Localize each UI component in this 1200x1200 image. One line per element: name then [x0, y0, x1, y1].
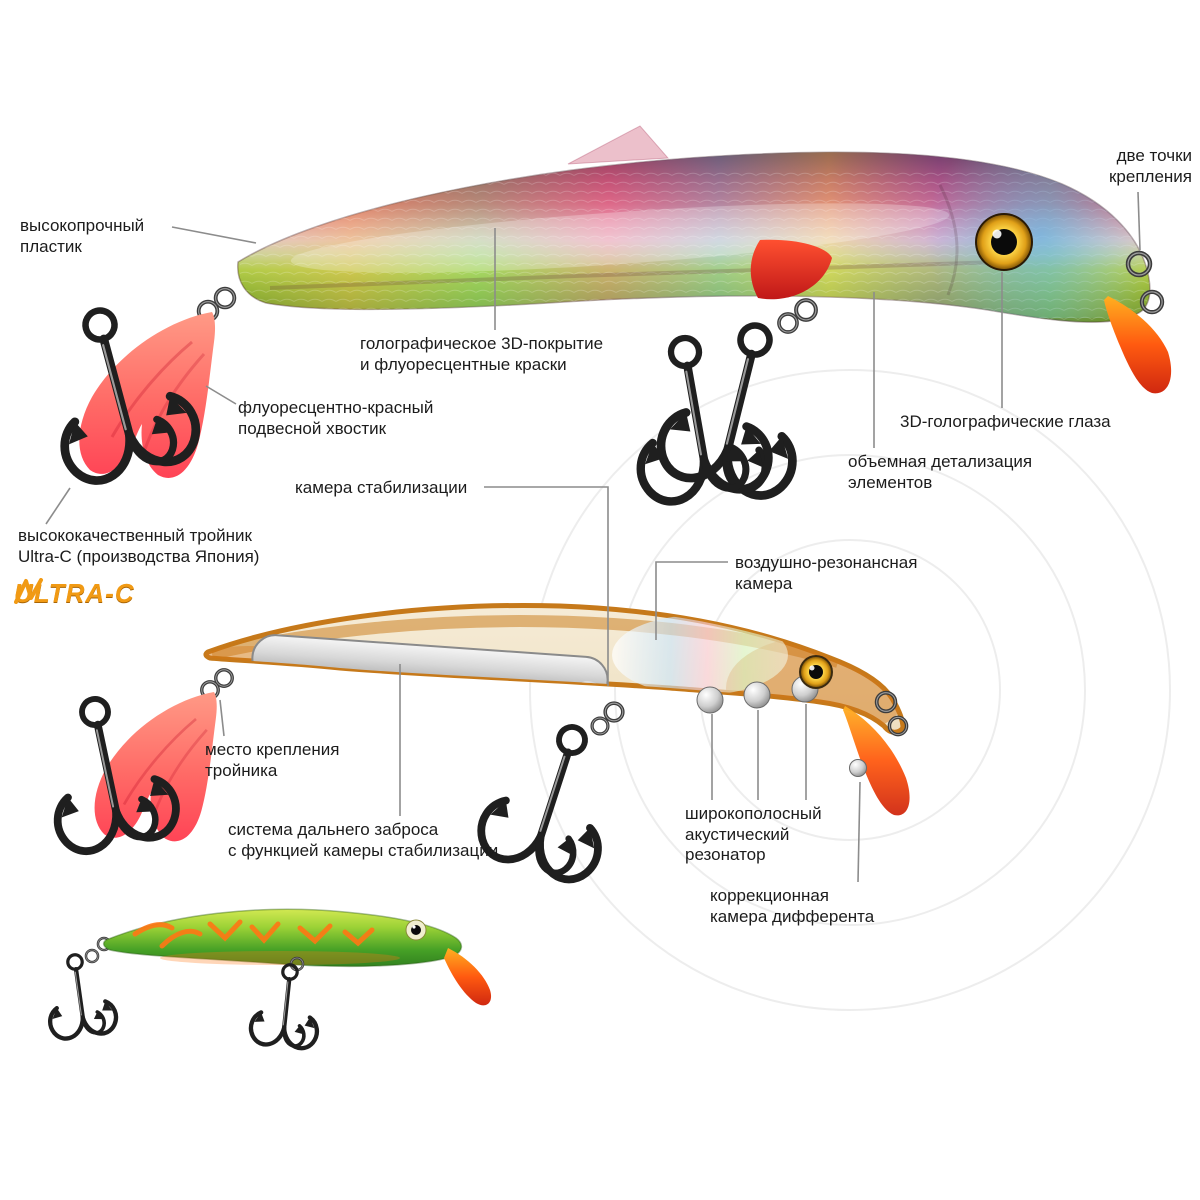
label-treble-hook: высококачественный тройник Ultra-C (прои…	[18, 526, 260, 566]
leader-lines	[45, 191, 1141, 883]
label-trim-chamber: коррекционная камера дифферента	[710, 886, 875, 926]
split-ring	[796, 300, 816, 320]
ultra-c-logo: ULTRA-C	[14, 578, 135, 609]
holographic-eye	[975, 213, 1033, 271]
split-ring	[84, 948, 100, 964]
pectoral-fin	[750, 239, 832, 300]
belly-tint	[160, 951, 400, 965]
treble-hook	[249, 961, 323, 1049]
label-two-attachment-points: две точки крепления	[1108, 146, 1192, 186]
top-lure	[32, 125, 1172, 506]
watermark-rings	[529, 369, 1171, 1011]
label-acoustic-resonator: широкополосный акустический резонатор	[685, 804, 822, 865]
diving-bill	[1104, 296, 1172, 394]
dorsal-fin	[567, 125, 670, 165]
treble-hook	[41, 950, 118, 1040]
label-hook-mount-point: место крепления тройника	[205, 740, 340, 780]
eye	[405, 919, 427, 941]
split-ring	[213, 286, 237, 310]
trim-ball	[849, 759, 867, 777]
split-ring	[603, 701, 625, 723]
tiger-stripes	[132, 919, 375, 949]
holographic-eye	[799, 655, 833, 689]
label-fluorescent-tail: флуоресцентно-красный подвесной хвостик	[238, 398, 434, 438]
label-volumetric-detail: объемная детализация элементов	[848, 452, 1033, 492]
label-holographic-coating: голографическое 3D-покрытие и флуоресцен…	[360, 334, 604, 374]
label-stabilization-chamber: камера стабилизации	[295, 478, 468, 497]
ultra-c-swoosh-icon	[14, 578, 43, 604]
label-holographic-eyes: 3D-голографические глаза	[900, 412, 1111, 431]
diving-bill	[843, 706, 910, 816]
split-ring	[777, 312, 799, 334]
split-ring	[214, 668, 234, 688]
label-air-resonance-chamber: воздушно-резонансная камера	[735, 553, 918, 593]
label-long-cast-system: система дальнего заброса с функцией каме…	[228, 820, 499, 860]
resonator-balls	[696, 675, 819, 714]
diving-bill	[444, 948, 492, 1006]
split-ring	[590, 716, 610, 736]
bottom-lure	[41, 908, 492, 1049]
label-high-strength-plastic: высокопрочный пластик	[20, 216, 145, 256]
